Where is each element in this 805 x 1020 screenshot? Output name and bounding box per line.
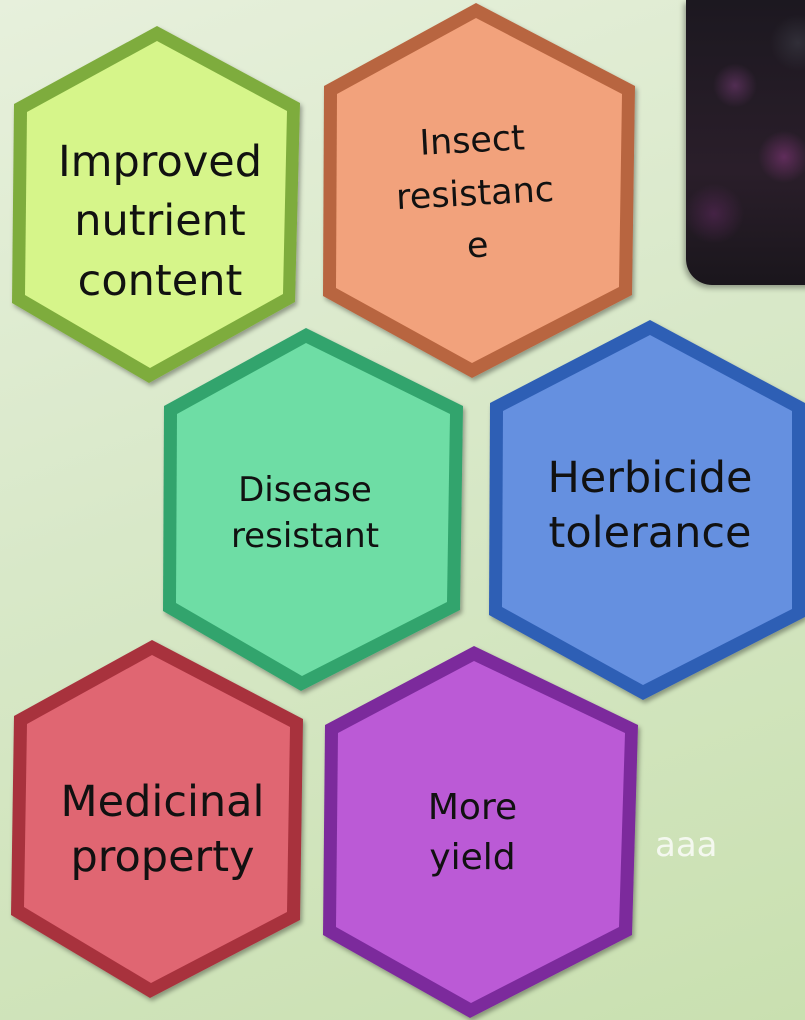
label-insect-resistance: Insect resistanc e xyxy=(336,108,614,279)
placeholder-text: aaa xyxy=(655,825,718,865)
label-disease-resistant: Disease resistant xyxy=(180,468,430,560)
label-medicinal-property: Medicinal property xyxy=(35,775,290,885)
label-herbicide-tolerance: Herbicide tolerance xyxy=(520,451,780,561)
label-improved-nutrient: Improved nutrient content xyxy=(35,133,285,311)
label-more-yield: More yield xyxy=(340,783,605,884)
